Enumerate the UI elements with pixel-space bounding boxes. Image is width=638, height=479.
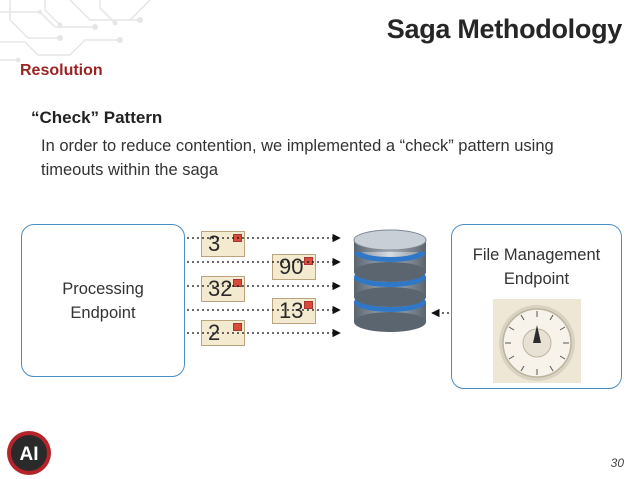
stamp-icon [304,301,313,309]
stamp-icon [233,279,242,287]
slide-subtitle: Resolution [20,62,103,79]
body-text: In order to reduce contention, we implem… [41,137,554,179]
stamp-icon [233,234,242,242]
logo-icon: AI [7,431,51,475]
stamp-icon [304,257,313,265]
file-management-endpoint-box: File Management Endpoint [451,224,622,389]
message-envelope: 3 [201,231,245,257]
section-heading: “Check” Pattern [31,108,163,127]
processing-endpoint-box: Processing Endpoint [21,224,185,377]
message-envelope: 13 [272,298,316,324]
message-envelope: 2 [201,320,245,346]
circuit-decoration-icon [0,0,151,63]
stamp-icon [233,323,242,331]
file-management-label-1: File Management [472,246,601,264]
logo-text: AI [20,444,39,465]
message-value: 13 [279,298,304,323]
message-envelope: 90 [272,254,316,280]
message-value: 90 [279,254,304,279]
slide-title: Saga Methodology [386,14,623,44]
file-management-label-2: Endpoint [503,270,570,288]
message-envelope: 32 [201,276,245,302]
database-icon [353,229,427,332]
page-number: 30 [610,456,624,470]
message-value: 32 [208,276,233,301]
kitchen-timer-icon [492,299,581,383]
processing-endpoint-label-2: Endpoint [70,303,136,322]
message-value: 3 [208,231,221,256]
message-value: 2 [208,320,221,345]
processing-endpoint-label-1: Processing [62,279,144,298]
